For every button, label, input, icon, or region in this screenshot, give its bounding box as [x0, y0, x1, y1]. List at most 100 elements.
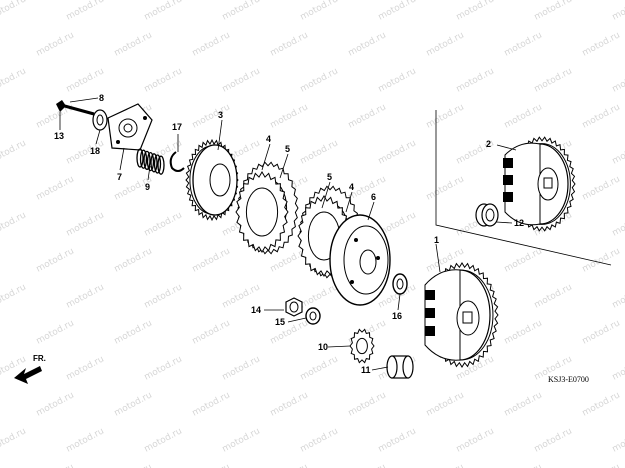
watermark-text: motod.ru: [455, 0, 496, 23]
watermark-text: motod.ru: [425, 390, 466, 418]
watermark-text: motod.ru: [269, 102, 310, 130]
watermark-text: motod.ru: [299, 282, 340, 310]
watermark-text: motod.ru: [113, 30, 154, 58]
watermark-text: motod.ru: [581, 390, 622, 418]
watermark-text: motod.ru: [221, 426, 262, 454]
watermark-text: motod.ru: [425, 174, 466, 202]
watermark-text: motod.ru: [35, 246, 76, 274]
part-18-bearing: [92, 109, 108, 131]
watermark-text: motod.ru: [503, 102, 544, 130]
watermark-text: motod.ru: [269, 30, 310, 58]
diagram-code: KSJ3-E0700: [548, 375, 589, 384]
watermark-text: motod.ru: [533, 66, 574, 94]
watermark-text: motod.ru: [377, 138, 418, 166]
spring-coil: [146, 151, 155, 172]
watermark-text: motod.ru: [611, 282, 625, 310]
watermark-text: motod.ru: [65, 354, 106, 382]
part-15-washer: [305, 307, 321, 325]
label-part-3: 3: [218, 110, 223, 120]
inset-boundary-line: [435, 110, 612, 266]
watermark-text: motod.ru: [113, 390, 154, 418]
watermark-text: motod.ru: [35, 174, 76, 202]
label-part-7: 7: [117, 172, 122, 182]
watermark-text: motod.ru: [65, 66, 106, 94]
watermark-text: motod.ru: [0, 282, 28, 310]
part-13-bolt: [56, 100, 95, 116]
part-5-clutch-plate-front: [235, 171, 289, 253]
watermark-text: motod.ru: [143, 66, 184, 94]
watermark-text: motod.ru: [35, 30, 76, 58]
watermark-text: motod.ru: [191, 462, 232, 468]
watermark-text: motod.ru: [221, 66, 262, 94]
watermark-text: motod.ru: [0, 426, 28, 454]
watermark-text: motod.ru: [581, 102, 622, 130]
watermark-text: motod.ru: [503, 318, 544, 346]
watermark-text: motod.ru: [143, 354, 184, 382]
spring-coil: [153, 154, 162, 174]
label-part-18: 18: [90, 146, 100, 156]
watermark-text: motod.ru: [0, 210, 28, 238]
watermark-text: motod.ru: [347, 390, 388, 418]
watermark-text: motod.ru: [611, 354, 625, 382]
watermark-text: motod.ru: [0, 138, 28, 166]
watermark-text: motod.ru: [113, 462, 154, 468]
spring-coil: [150, 153, 158, 173]
watermark-text: motod.ru: [425, 102, 466, 130]
watermark-text: motod.ru: [35, 462, 76, 468]
watermark-text: motod.ru: [299, 0, 340, 23]
watermark-text: motod.ru: [611, 210, 625, 238]
label-part-12: 12: [514, 218, 524, 228]
spring-coil: [157, 155, 165, 175]
watermark-text: motod.ru: [299, 426, 340, 454]
part-17-circlip: [169, 151, 185, 172]
part-2-clutch-outer-housing: [503, 142, 569, 226]
watermark-text: motod.ru: [269, 390, 310, 418]
label-part-14: 14: [251, 305, 261, 315]
watermark-text: motod.ru: [299, 138, 340, 166]
label-part-16: 16: [392, 311, 402, 321]
watermark-text: motod.ru: [377, 66, 418, 94]
spring-coil: [143, 150, 151, 171]
watermark-text: motod.ru: [503, 30, 544, 58]
watermark-text: motod.ru: [377, 426, 418, 454]
part-11-collar: [386, 355, 414, 379]
watermark-text: motod.ru: [35, 390, 76, 418]
watermark-text: motod.ru: [611, 138, 625, 166]
watermark-text: motod.ru: [191, 102, 232, 130]
watermark-text: motod.ru: [533, 0, 574, 23]
part-7-lifter-bracket: [107, 103, 153, 151]
label-part-13: 13: [54, 131, 64, 141]
watermark-text: motod.ru: [455, 66, 496, 94]
watermark-text: motod.ru: [533, 282, 574, 310]
watermark-text: motod.ru: [65, 426, 106, 454]
watermark-text: motod.ru: [35, 318, 76, 346]
watermark-text: motod.ru: [299, 66, 340, 94]
label-part-5-front: 5: [285, 144, 290, 154]
watermark-text: motod.ru: [581, 318, 622, 346]
watermark-text: motod.ru: [269, 462, 310, 468]
watermark-text: motod.ru: [65, 210, 106, 238]
label-part-10: 10: [318, 342, 328, 352]
leader-lines: [59, 97, 517, 371]
part-14-nut: [285, 297, 303, 317]
label-part-4-front: 4: [266, 134, 271, 144]
watermark-text: motod.ru: [191, 390, 232, 418]
label-part-5-rear: 5: [327, 172, 332, 182]
label-part-17: 17: [172, 122, 182, 132]
label-part-11: 11: [361, 365, 371, 375]
watermark-text: motod.ru: [191, 318, 232, 346]
label-part-15: 15: [275, 317, 285, 327]
watermark-text: motod.ru: [347, 102, 388, 130]
watermark-text: motod.ru: [377, 0, 418, 23]
watermark-text: motod.ru: [581, 174, 622, 202]
label-part-9: 9: [145, 182, 150, 192]
watermark-text: motod.ru: [503, 462, 544, 468]
watermark-text: motod.ru: [347, 462, 388, 468]
watermark-text: motod.ru: [611, 0, 625, 23]
label-part-1: 1: [434, 235, 439, 245]
part-12-collar: [475, 203, 499, 227]
front-direction-label: FR.: [33, 354, 46, 363]
watermark-text: motod.ru: [143, 210, 184, 238]
